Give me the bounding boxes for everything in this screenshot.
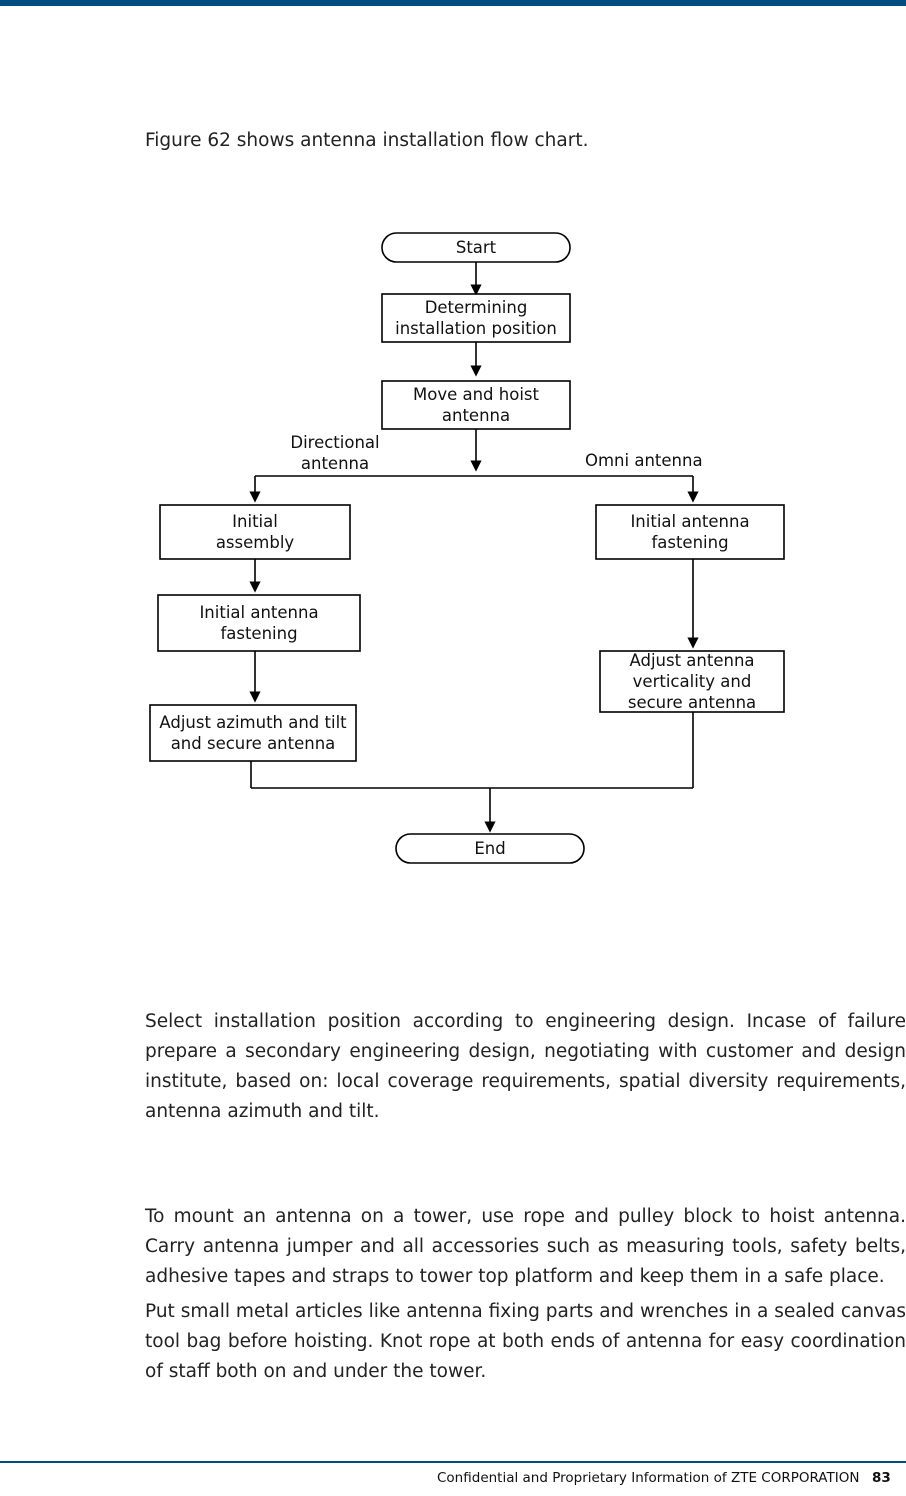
paragraph-installation-position: Select installation position according t… <box>145 1010 906 1122</box>
flow-node-move-and-hoist-antenna[interactable]: Move and hoist antenna <box>382 381 570 429</box>
figure-intro-text: Figure 62 shows antenna installation flo… <box>145 130 589 151</box>
footer-rule <box>0 1461 906 1463</box>
flow-node-determining-label: Determining installation position <box>395 298 557 338</box>
flow-node-start[interactable]: Start <box>382 233 570 262</box>
flow-node-adjust-verticality-label: Adjust antenna verticality and secure an… <box>627 651 757 712</box>
flow-node-start-label: Start <box>455 238 497 257</box>
flow-node-initial-assembly[interactable]: Initial assembly <box>160 505 350 559</box>
paragraph-small-metal-articles: Put small metal articles like antenna fi… <box>145 1300 906 1382</box>
flow-node-adjust-azimuth-and-tilt[interactable]: Adjust azimuth and tilt and secure anten… <box>150 705 356 761</box>
flow-node-end[interactable]: End <box>396 834 584 863</box>
page-footer: Confidential and Proprietary Information… <box>0 1468 906 1492</box>
footer-page-number: 83 <box>872 1470 891 1486</box>
footer-confidentiality-notice: Confidential and Proprietary Information… <box>437 1470 860 1486</box>
flow-node-end-label: End <box>474 839 506 858</box>
flow-node-initial-assembly-label: Initial assembly <box>215 512 295 552</box>
flow-edge-label-omni-antenna: Omni antenna <box>585 451 703 470</box>
page-top-rule <box>0 0 906 6</box>
flow-node-initial-antenna-fastening-right[interactable]: Initial antenna fastening <box>596 505 784 559</box>
flow-node-initial-antenna-fastening-left[interactable]: Initial antenna fastening <box>158 595 360 651</box>
flow-node-move-hoist-label: Move and hoist antenna <box>413 385 539 425</box>
paragraph-mounting-antenna: To mount an antenna on a tower, use rope… <box>145 1205 906 1287</box>
flow-node-adjust-antenna-verticality[interactable]: Adjust antenna verticality and secure an… <box>600 651 784 712</box>
flow-node-left-fastening-label: Initial antenna fastening <box>199 603 319 643</box>
flow-edge-label-directional-antenna: Directional antenna <box>290 433 380 473</box>
flow-node-adjust-azimuth-label: Adjust azimuth and tilt and secure anten… <box>159 713 347 753</box>
flow-node-right-fastening-label: Initial antenna fastening <box>630 512 750 552</box>
flow-node-determining-installation-position[interactable]: Determining installation position <box>382 294 570 342</box>
